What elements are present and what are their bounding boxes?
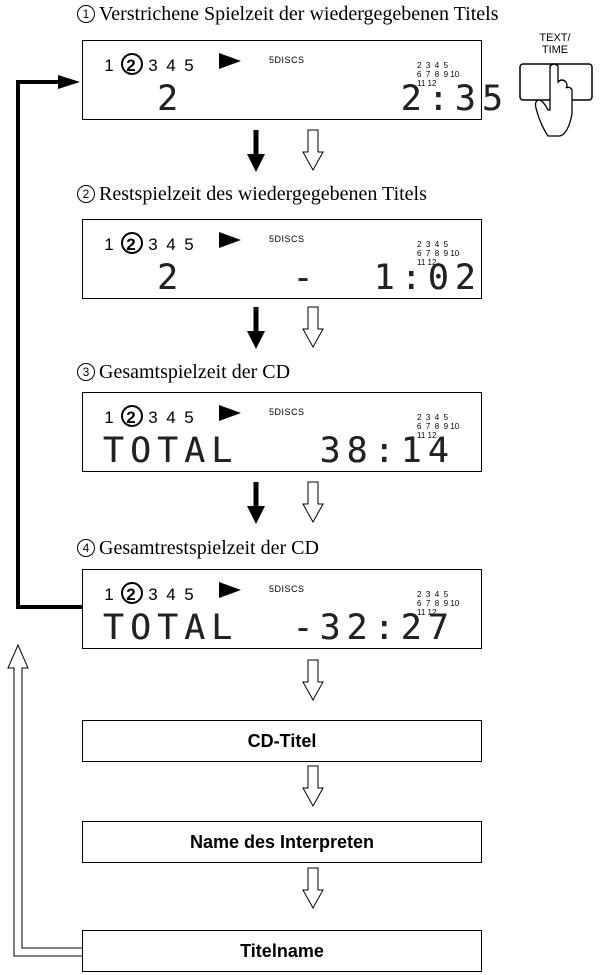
hollow-return-arrow xyxy=(7,643,82,957)
play-icon xyxy=(219,582,241,598)
lcd-main-readout: 2 - 1:02 xyxy=(103,258,483,298)
lcd-main-readout: TOTAL 38:14 xyxy=(103,431,455,471)
text-time-button xyxy=(519,63,593,137)
solid-return-arrowhead xyxy=(58,75,80,89)
step-number: 2 xyxy=(77,185,95,203)
play-icon xyxy=(219,53,241,69)
hollow-down-arrow xyxy=(302,659,324,701)
solid-down-arrow xyxy=(247,130,265,172)
track-name-box: Titelname xyxy=(82,930,482,972)
play-icon xyxy=(219,232,241,248)
hollow-down-arrow xyxy=(302,129,324,171)
heading-text: Gesamtrestspielzeit der CD xyxy=(99,537,319,559)
current-disc: 2 xyxy=(121,405,143,427)
track-calendar: 2 3 4 5 6 7 8 9 10 11 12 xyxy=(417,590,460,617)
cd-title-box: CD-Titel xyxy=(82,720,482,762)
lcd-main-readout: 2 2:35 xyxy=(103,79,510,119)
hollow-down-arrow xyxy=(302,481,324,523)
track-calendar: 2 3 4 5 6 7 8 9 10 11 12 xyxy=(417,61,460,88)
hand-icon xyxy=(534,63,573,137)
lcd-main-readout: TOTAL -32:27 xyxy=(103,608,455,648)
five-discs-label: 5DISCS xyxy=(269,407,305,417)
step-number: 3 xyxy=(77,363,95,381)
hollow-down-arrow xyxy=(302,867,324,909)
heading-text: Verstrichene Spielzeit der wiedergegeben… xyxy=(99,3,499,25)
text-time-button-label: TEXT/TIME xyxy=(539,32,571,56)
play-icon xyxy=(219,405,241,421)
solid-down-arrow xyxy=(247,307,265,349)
five-discs-label: 5DISCS xyxy=(269,234,305,244)
solid-down-arrow xyxy=(247,482,265,524)
five-discs-label: 5DISCS xyxy=(269,584,305,594)
current-disc: 2 xyxy=(121,53,143,75)
heading-text: Gesamtspielzeit der CD xyxy=(99,361,291,383)
artist-name-box: Name des Interpreten xyxy=(82,821,482,863)
current-disc: 2 xyxy=(121,582,143,604)
current-disc: 2 xyxy=(121,232,143,254)
track-calendar: 2 3 4 5 6 7 8 9 10 11 12 xyxy=(417,240,460,267)
step-number: 1 xyxy=(77,5,95,23)
hollow-down-arrow xyxy=(302,765,324,807)
heading-text: Restspielzeit des wiedergegebenen Titels xyxy=(99,183,427,205)
five-discs-label: 5DISCS xyxy=(269,55,305,65)
hollow-down-arrow xyxy=(302,306,324,348)
track-calendar: 2 3 4 5 6 7 8 9 10 11 12 xyxy=(417,413,460,440)
step-number: 4 xyxy=(77,539,95,557)
